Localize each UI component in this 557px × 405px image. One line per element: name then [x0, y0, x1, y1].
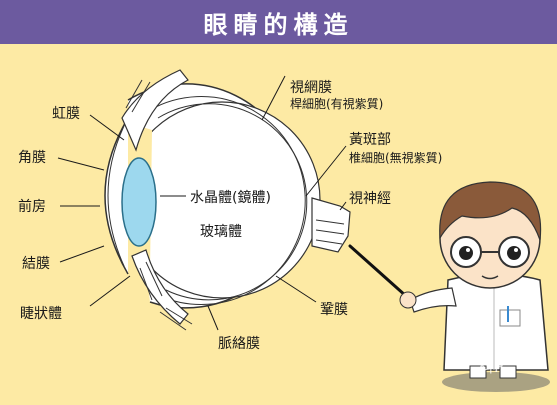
pointer-stick [348, 244, 408, 298]
label-choroid: 脈絡膜 [218, 336, 260, 352]
lens [121, 157, 157, 247]
page-title: 眼睛的構造 [203, 10, 354, 39]
retina-layer [157, 103, 308, 301]
eyeball [104, 69, 351, 331]
label-cornea: 角膜 [18, 150, 46, 166]
label-conjunctiva: 結膜 [22, 256, 50, 272]
doctor-coat [443, 273, 549, 371]
label-retina: 視網膜 [290, 80, 332, 96]
labels: 視網膜 桿細胞(有視紫質) 黃斑部 椎細胞(無視紫質) 視神經 水晶體(鏡體) … [18, 80, 442, 352]
label-optic-nerve: 視神經 [349, 191, 391, 207]
title-bar: 眼睛的構造 [0, 0, 557, 44]
label-rod-cells: 桿細胞(有視紫質) [290, 96, 383, 111]
doctor-arm [409, 287, 457, 313]
label-macula: 黃斑部 [349, 132, 391, 148]
label-ciliary-body: 睫狀體 [20, 306, 62, 322]
label-anterior-chamber: 前房 [18, 198, 46, 215]
doctor-hair [439, 181, 542, 241]
label-lens: 水晶體(鏡體) [190, 190, 271, 206]
coat-pocket [499, 309, 521, 327]
label-vitreous: 玻璃體 [200, 223, 242, 240]
doctor-hand [399, 291, 417, 309]
watermark: 科P [478, 357, 504, 376]
label-cone-cells: 椎細胞(無視紫質) [349, 150, 442, 165]
label-iris: 虹膜 [52, 106, 80, 122]
optic-nerve [311, 197, 351, 253]
doctor-illustration [399, 181, 550, 392]
label-sclera: 鞏膜 [320, 302, 348, 318]
doctor-mouth [481, 275, 499, 280]
choroid-layer [149, 96, 306, 306]
leader-lines [57, 75, 347, 331]
doctor-shadow [442, 372, 550, 392]
doctor-glasses [450, 236, 530, 268]
upper-ciliary-muscle [121, 69, 189, 152]
